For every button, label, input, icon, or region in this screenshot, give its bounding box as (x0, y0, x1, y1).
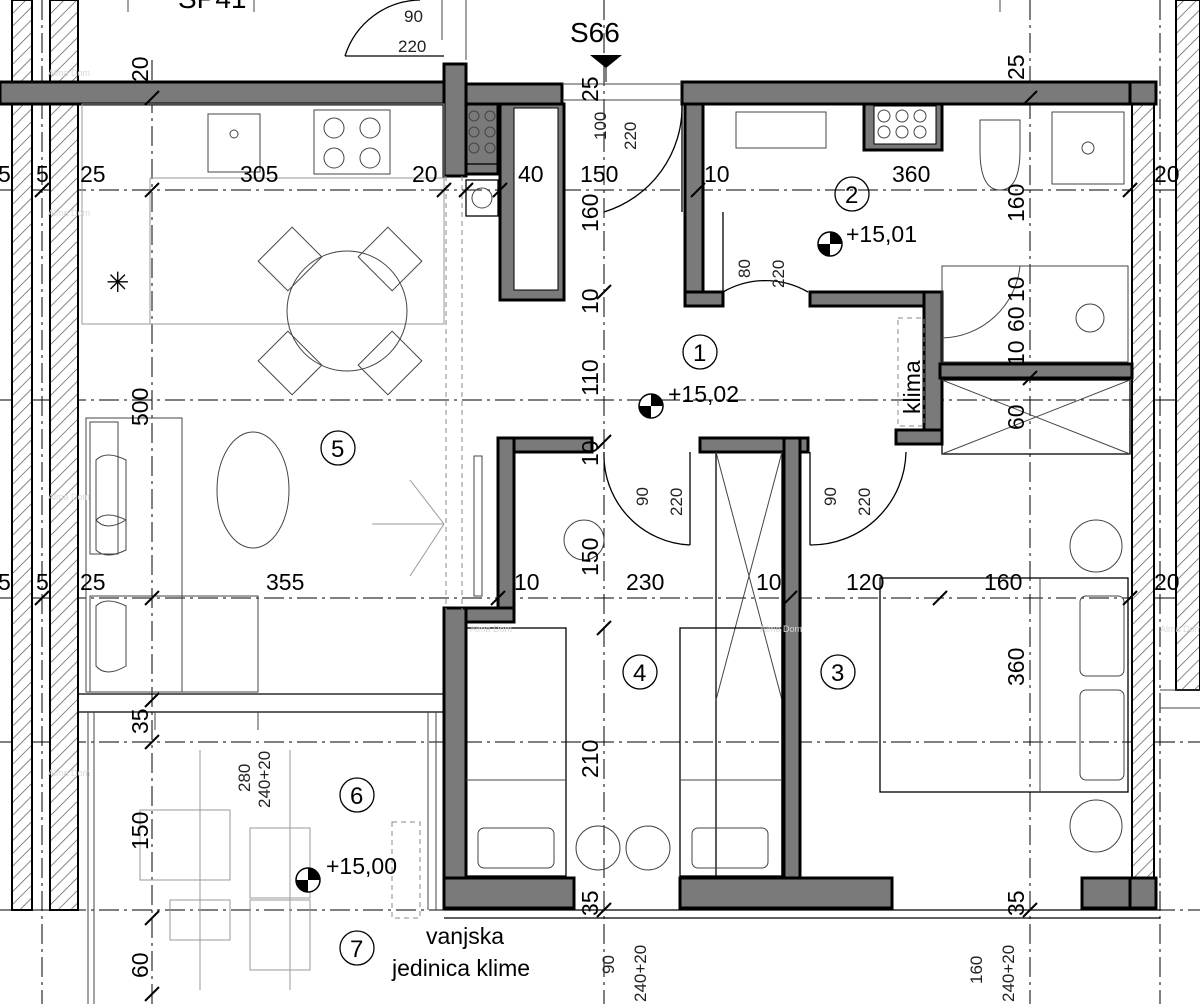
svg-text:Alma Dom: Alma Dom (48, 768, 90, 778)
dim-hall-40: 40 (518, 161, 544, 187)
dim-room4-230: 230 (626, 569, 664, 595)
dim-bath-160: 160 (1003, 184, 1029, 222)
section-marker-label: S66 (570, 17, 620, 48)
dim-bottom-35b: 35 (1003, 890, 1029, 916)
window-balcony-height: 240+20 (255, 751, 274, 808)
sofa (85, 417, 483, 693)
door-entrance-height: 220 (621, 122, 640, 150)
svg-text:Alma Dom: Alma Dom (470, 624, 512, 634)
svg-text:Alma Dom: Alma Dom (48, 68, 90, 78)
svg-text:Alma Dom: Alma Dom (1160, 624, 1200, 634)
dim-left-a: 5 (0, 161, 11, 187)
watermark: Alma Dom Alma Dom Alma Dom Alma Dom Alma… (48, 68, 1200, 778)
room-6-number: 6 (350, 783, 363, 810)
door-room4-height: 220 (667, 488, 686, 516)
dim-hall-160: 160 (577, 194, 603, 232)
klima-label: klima (899, 360, 925, 414)
section-marker (590, 55, 622, 82)
outline-lines (78, 0, 1200, 1004)
outdoor-unit-label-line1: vanjska (426, 923, 504, 949)
door-swings (344, 0, 1021, 546)
dim-balcony-150: 150 (127, 812, 153, 850)
room-circles (320, 176, 870, 966)
svg-text:Alma Dom: Alma Dom (48, 492, 90, 502)
door-bath-height: 220 (769, 260, 788, 288)
room-5-number: 5 (331, 436, 344, 463)
dim-left-d: 5 (0, 569, 11, 595)
dim-right-20: 20 (1154, 161, 1180, 187)
dim-kitchen-width: 305 (240, 161, 278, 187)
dim-hall-10b: 10 (577, 440, 603, 466)
window-bottom-left-height: 240+20 (631, 945, 650, 1002)
dim-right-60a: 60 (1003, 306, 1029, 332)
outdoor-unit-label-line2: jedinica klime (391, 955, 530, 981)
dim-room3-10: 10 (756, 569, 782, 595)
level-room-1: +15,02 (668, 381, 739, 407)
dim-bath-10: 10 (704, 161, 730, 187)
bed-room-3 (879, 519, 1129, 853)
dim-hall-150: 150 (580, 161, 618, 187)
dim-right-10b: 10 (1003, 340, 1029, 366)
room-1-number: 1 (693, 340, 706, 367)
dim-room4-210: 210 (577, 740, 603, 778)
dim-top-wall-right: 25 (1003, 54, 1029, 80)
kitchen: ✳ (81, 103, 445, 325)
beds-room-4 (465, 519, 783, 877)
svg-text:Alma Dom: Alma Dom (48, 208, 90, 218)
dim-room3-120: 120 (846, 569, 884, 595)
level-room-6: +15,00 (326, 853, 397, 879)
room-4-number: 4 (633, 660, 646, 687)
svg-text:✳: ✳ (106, 267, 129, 298)
wardrobes (465, 103, 1131, 879)
room-3-number: 3 (831, 660, 844, 687)
door-room4-width: 90 (633, 487, 652, 506)
dim-room4-10: 10 (514, 569, 540, 595)
dim-balcony-35: 35 (127, 708, 153, 734)
level-markers (295, 231, 843, 893)
dim-left-f: 25 (80, 569, 106, 595)
dim-room3-360: 360 (1003, 648, 1029, 686)
room-2-number: 2 (845, 182, 858, 209)
dim-balcony-60: 60 (127, 952, 153, 978)
dining-table (257, 226, 423, 396)
dim-living-500: 500 (127, 388, 153, 426)
window-bottom-right-width: 160 (967, 956, 986, 984)
dim-top-wall-entry: 25 (577, 76, 603, 102)
dim-living-width: 355 (266, 569, 304, 595)
door-entrance-width: 100 (591, 112, 610, 140)
top-left-label: SP41 (178, 0, 247, 14)
dim-left-e: 5 (36, 569, 49, 595)
dim-room3-160: 160 (984, 569, 1022, 595)
level-room-2: +15,01 (846, 221, 917, 247)
svg-text:Alma Dom: Alma Dom (760, 624, 802, 634)
door-entry-top-height: 220 (398, 37, 426, 56)
door-room3-height: 220 (855, 488, 874, 516)
door-bath-width: 80 (735, 259, 754, 278)
dim-top-wall-left: 20 (127, 56, 153, 82)
dim-hall-10: 10 (577, 288, 603, 314)
dim-right-10: 10 (1003, 276, 1029, 302)
window-bottom-left-width: 90 (599, 955, 618, 974)
room-7-number: 7 (350, 936, 363, 963)
window-bottom-right-height: 240+20 (999, 945, 1018, 1002)
door-room3-width: 90 (821, 487, 840, 506)
dim-bottom-35a: 35 (577, 890, 603, 916)
balcony (139, 750, 421, 990)
dim-left-b: 5 (36, 161, 49, 187)
dim-right-20b: 20 (1154, 569, 1180, 595)
dim-hall-110: 110 (577, 359, 603, 396)
dim-left-c: 25 (80, 161, 106, 187)
bathroom (735, 102, 1129, 427)
dim-bath-360: 360 (892, 161, 930, 187)
dim-right-60b: 60 (1003, 404, 1029, 430)
window-balcony-width: 280 (235, 764, 254, 792)
door-entry-top-width: 90 (404, 7, 423, 26)
dim-kitchen-wall: 20 (412, 161, 438, 187)
dim-hall-150b: 150 (577, 538, 603, 576)
